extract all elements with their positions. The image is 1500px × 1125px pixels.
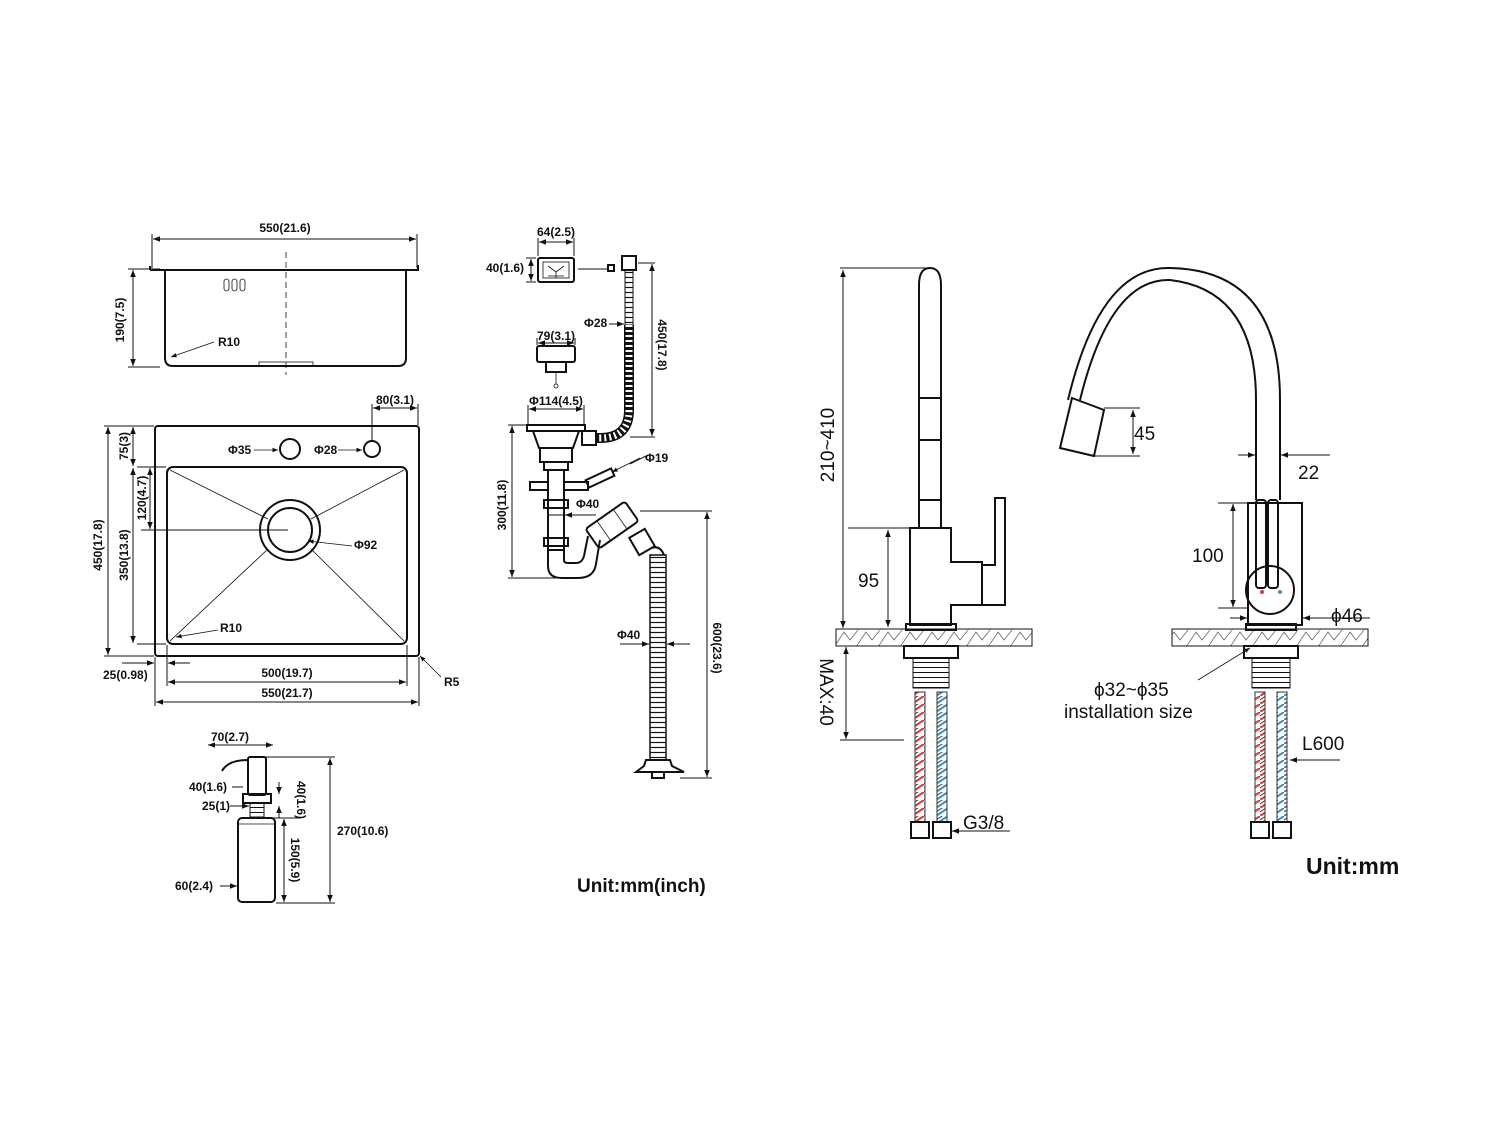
- spout-length-label: 70(2.7): [211, 730, 249, 744]
- spray-head-label: 45: [1134, 424, 1155, 445]
- sink-plan-view: 80(3.1) Φ35 Φ28 Φ92 450(17.8) 75(3) 350(…: [91, 393, 460, 706]
- drain-offset-label: 120(4.7): [135, 476, 149, 521]
- overflow-width-label: 64(2.5): [537, 225, 575, 239]
- collar-label: 25(1): [202, 799, 230, 813]
- side-margin-label: 25(0.98): [103, 668, 148, 682]
- base-diameter-label: ϕ46: [1331, 606, 1363, 627]
- strainer-diameter-label: 79(3.1): [537, 329, 575, 343]
- overflow-height-label: 40(1.6): [486, 261, 524, 275]
- max-counter-label: MAX:40: [815, 658, 836, 726]
- faucet-side-view: 210~410 95 MAX:40 G3/8: [815, 266, 1033, 839]
- faucet-hole-small: [363, 440, 381, 458]
- bottle-diameter-label: 60(2.4): [175, 879, 213, 893]
- hose-diameter-label: Φ28: [584, 316, 608, 330]
- flange-diameter-label: Φ114(4.5): [529, 394, 583, 408]
- plan-inner-radius-label: R10: [220, 621, 242, 635]
- faucet-front-view: 45 22 100 ϕ46 ϕ32~ϕ35 installation size …: [1058, 266, 1399, 879]
- hose-length-label: 450(17.8): [655, 319, 669, 370]
- hole-small-label: Φ28: [314, 443, 338, 457]
- tail-length-label: 300(11.8): [495, 480, 509, 531]
- front-margin-label: 75(3): [117, 432, 131, 460]
- hole-size-label: ϕ32~ϕ35: [1094, 680, 1169, 701]
- hole-large-label: Φ35: [228, 443, 252, 457]
- body-height-label: 100: [1192, 546, 1224, 567]
- faucet-height-label: 210~410: [818, 408, 839, 483]
- sink-side-view: 550(21.6) 190(7.5) R10: [113, 221, 419, 375]
- outer-radius-label: R5: [444, 675, 460, 689]
- plan-width-label: 550(21.7): [261, 686, 312, 700]
- drain-kit: 64(2.5) 40(1.6) 450(17.8) Φ28 79(3.1) Φ1…: [486, 225, 724, 897]
- head-height-left-label: 40(1.6): [189, 780, 227, 794]
- unit-label-right: Unit:mm: [1306, 853, 1399, 879]
- pipe-diameter-label: Φ40: [576, 497, 600, 511]
- drain-diameter-label: Φ92: [354, 538, 378, 552]
- outlet-length-label: 600(23.6): [710, 622, 724, 673]
- bowl-width-label: 500(19.7): [261, 666, 312, 680]
- sink-depth-label: 190(7.5): [113, 298, 127, 343]
- soap-dispenser: 70(2.7) 40(1.6) 25(1) 40(1.6) 150(5.9) 2…: [175, 730, 388, 904]
- base-height-label: 95: [858, 571, 879, 592]
- sink-width-label: 550(21.6): [259, 221, 310, 235]
- plan-depth-label: 450(17.8): [91, 519, 105, 570]
- unit-label-left: Unit:mm(inch): [577, 876, 706, 897]
- installation-size-label: installation size: [1064, 702, 1193, 723]
- head-height-right-label: 40(1.6): [294, 781, 308, 819]
- overflow-slots-icon: [223, 278, 246, 292]
- cold-indicator-icon: [1278, 590, 1282, 594]
- inlet-diameter-label: Φ19: [645, 451, 669, 465]
- sink-inner-radius-label: R10: [218, 335, 240, 349]
- faucet-hole-large: [279, 438, 301, 460]
- total-height-label: 270(10.6): [337, 824, 388, 838]
- bowl-depth-label: 350(13.8): [117, 529, 131, 580]
- hose-length-front-label: L600: [1302, 734, 1344, 755]
- trap-diameter-label: Φ40: [617, 628, 641, 642]
- hot-indicator-icon: [1260, 590, 1264, 594]
- neck-diameter-label: 22: [1298, 463, 1319, 484]
- bottle-height-label: 150(5.9): [288, 838, 302, 883]
- thread-label: G3/8: [963, 813, 1004, 834]
- hole-offset-label: 80(3.1): [376, 393, 414, 407]
